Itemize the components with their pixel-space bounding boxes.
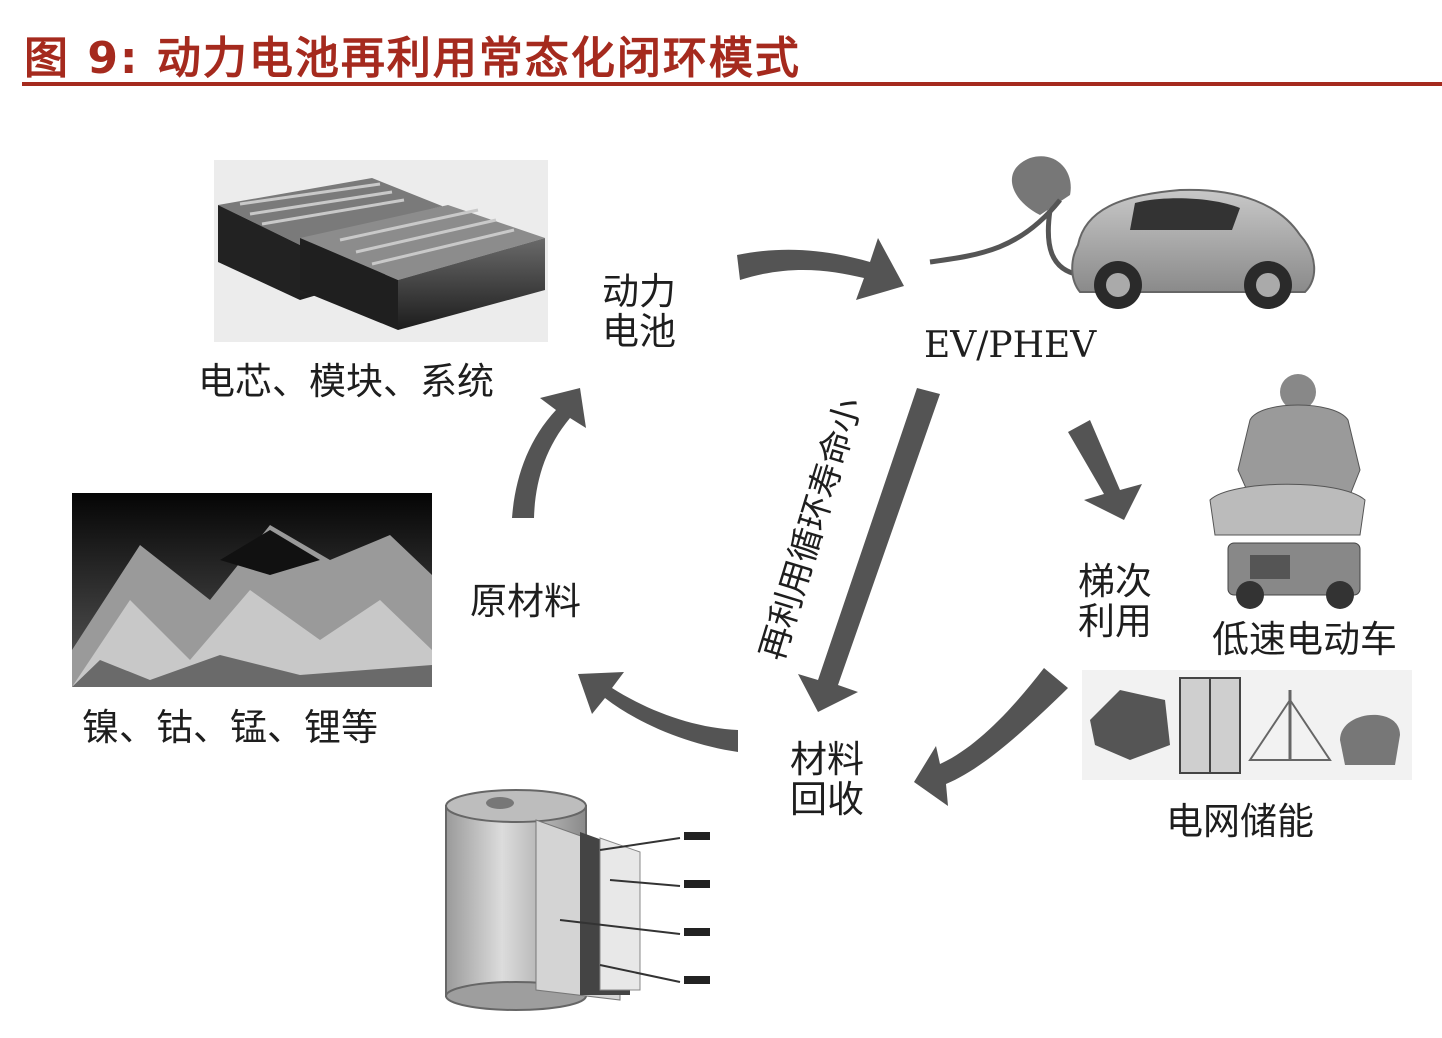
power-battery-line1: 动力 [602,270,676,313]
flow-arrows [512,238,1142,806]
raw-materials-label: 原材料 [470,580,581,623]
arrow-raw-to-battery [512,388,586,518]
robot-lowspeed-ev-image [1209,374,1366,609]
arrow-battery-to-ev [737,238,904,300]
ev-phev-caption: EV/PHEV [924,325,1097,366]
arrow-recycle-to-raw [578,672,738,752]
power-battery-label: 动力 电池 [602,272,676,352]
battery-pack-image [214,160,548,342]
grid-storage-image [1082,670,1412,780]
material-recycle-label: 材料 回收 [790,740,864,820]
power-battery-line2: 电池 [602,310,676,353]
low-speed-ev-caption: 低速电动车 [1212,618,1397,661]
battery-pack-caption: 电芯、模块、系统 [198,360,494,403]
figure-title: 图 9: 动力电池再利用常态化闭环模式 [24,33,801,84]
title-underline [22,82,1442,86]
mineral-powder-image [72,493,432,687]
arrow-cascade-to-recycle [914,668,1068,806]
recycle-line1: 材料 [790,738,864,781]
cascade-line2: 利用 [1078,600,1152,643]
minerals-caption: 镍、钴、锰、锂等 [82,706,378,749]
arrow-ev-to-cascade [1068,420,1142,520]
arrow-ev-to-recycle [798,388,940,712]
cascade-use-label: 梯次 利用 [1078,562,1152,642]
plug-ev-image [925,150,1320,315]
cylindrical-cell-image [445,789,710,1011]
recycle-line2: 回收 [790,778,864,821]
grid-storage-caption: 电网储能 [1166,800,1314,843]
cascade-line1: 梯次 [1078,560,1152,603]
